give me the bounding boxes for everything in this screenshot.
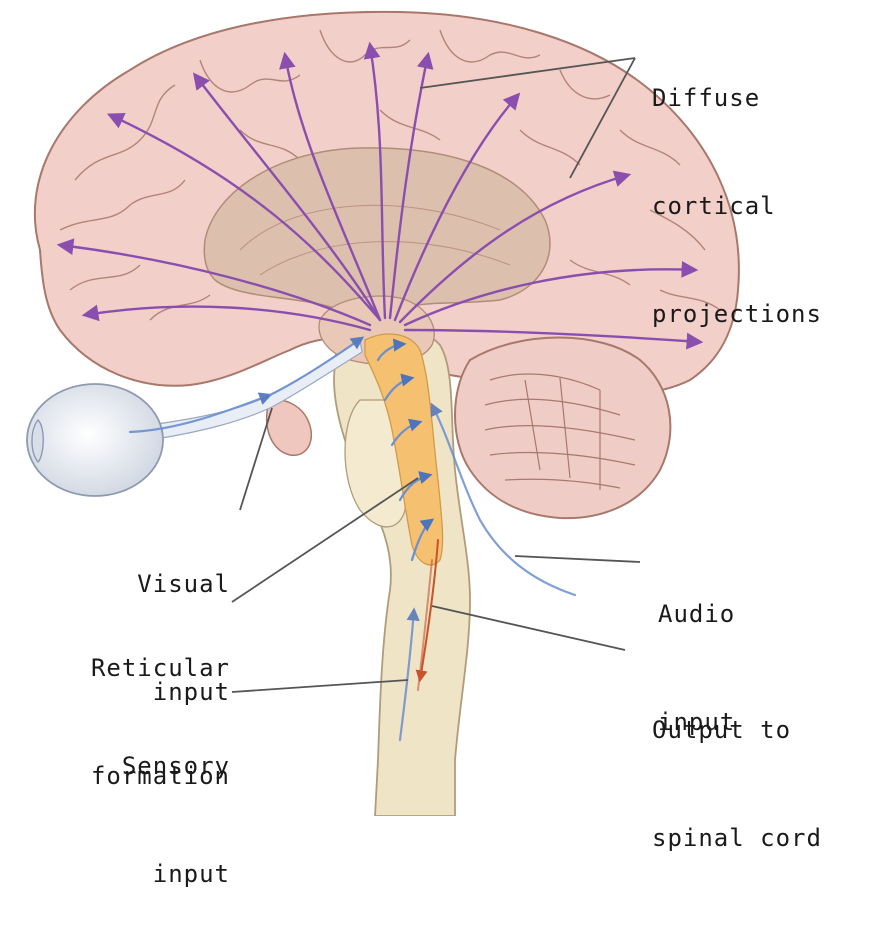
label-line: input [70, 856, 230, 892]
label-output-to-spinal-cord: Output to spinal cord [652, 640, 822, 892]
leader-audio [515, 556, 640, 562]
label-line: Sensory [70, 748, 230, 784]
label-sensory-input: Sensory input [70, 676, 230, 928]
label-line: spinal cord [652, 820, 822, 856]
label-diffuse-cortical-projections: Diffuse cortical projections [652, 8, 822, 368]
eye [27, 384, 163, 496]
pituitary [267, 400, 312, 456]
label-line: projections [652, 296, 822, 332]
leader-visual [240, 408, 272, 510]
label-line: Audio [658, 596, 735, 632]
label-line: Diffuse [652, 80, 822, 116]
eye-lens [32, 420, 43, 462]
label-line: Output to [652, 712, 822, 748]
label-line: cortical [652, 188, 822, 224]
